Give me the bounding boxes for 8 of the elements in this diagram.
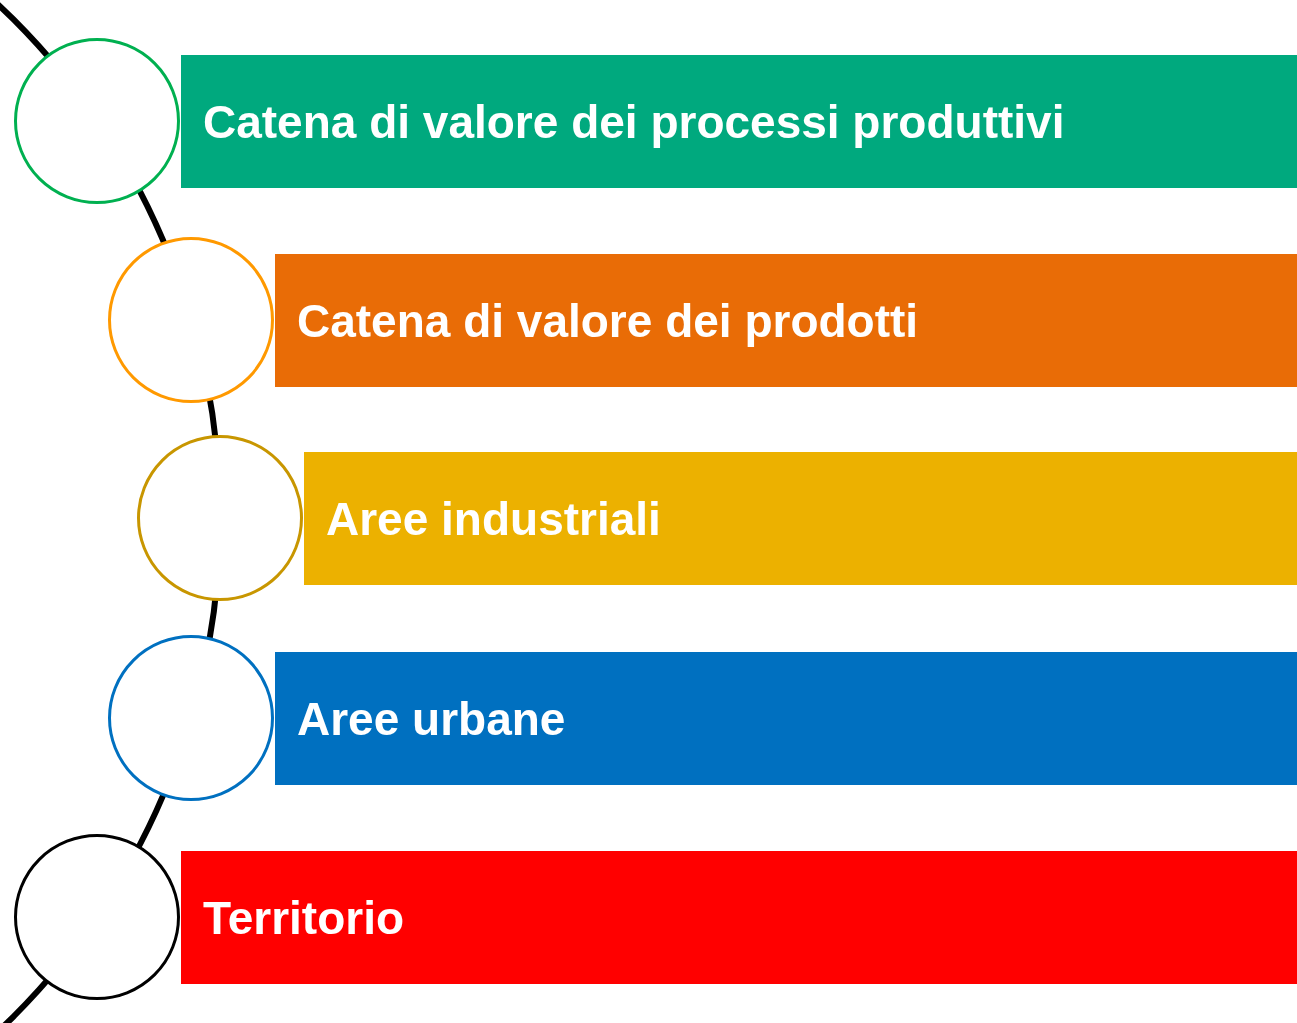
label-bar — [304, 452, 1297, 585]
bar-label: Territorio — [203, 894, 405, 941]
bar-label: Aree urbane — [297, 695, 566, 742]
label-bar — [181, 55, 1297, 188]
bar-label: Aree industriali — [326, 495, 661, 542]
label-bar — [275, 652, 1297, 785]
label-bar — [275, 254, 1297, 387]
label-bar — [181, 851, 1297, 984]
